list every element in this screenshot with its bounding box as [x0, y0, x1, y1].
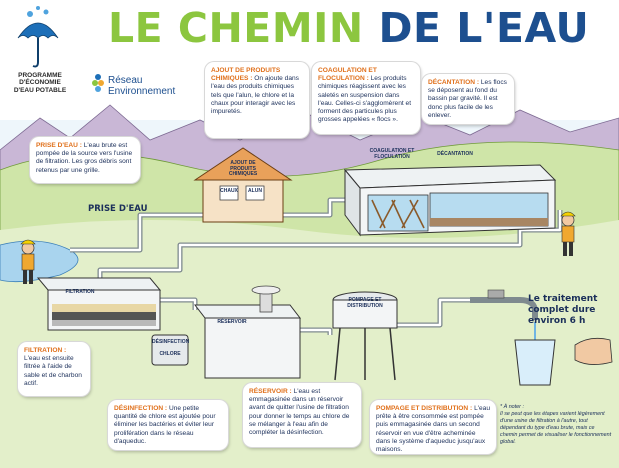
bubble-prise-text: L'eau brute est pompée de la source vers… [36, 142, 133, 174]
worker-right [560, 211, 576, 256]
label-chaux: CHAUX [220, 188, 238, 194]
bubble-filtration-text: L'eau est ensuite filtrée à l'aide de sa… [24, 355, 82, 387]
label-chlore-tank: CHLORE [159, 351, 181, 357]
bubble-reservoir: RÉSERVOIR : L'eau est emmagasinée dans u… [243, 383, 361, 447]
program-line1: PROGRAMME [18, 72, 62, 79]
bubble-coagulation-heading: COAGULATION ET FLOCULATION : [318, 67, 377, 83]
label-filtration-tank: FILTRATION [65, 289, 95, 295]
note: * À noter : Il se peut que les étapes va… [500, 404, 612, 446]
program-line3: D'EAU POTABLE [13, 86, 67, 94]
bubble-coagulation-text: Les produits chimiques réagissent avec l… [318, 75, 412, 124]
faucet-and-glass [470, 289, 613, 386]
treatment-duration: Le traitement complet dure environ 6 h [528, 294, 597, 326]
bubble-desinfection-heading: DÉSINFECTION : [114, 405, 168, 412]
label-pompage-sign: POMPAGE ET DISTRIBUTION [347, 297, 383, 309]
bubble-reservoir-heading: RÉSERVOIR : [249, 388, 292, 395]
page-title: LE CHEMIN DE L'EAU [108, 4, 589, 52]
reservoir-tank [151, 304, 302, 379]
bubble-filtration: FILTRATION : L'eau est ensuite filtrée à… [18, 342, 90, 396]
program-logo-icon [17, 6, 59, 68]
chemical-hut [193, 147, 293, 223]
label-prise-sign: PRISE D'EAU [88, 204, 148, 214]
bubble-prise: PRISE D'EAU : L'eau brute est pompée de … [30, 137, 140, 183]
bubble-filtration-heading: FILTRATION : [24, 347, 67, 354]
bubble-decantation-heading: DÉCANTATION : [428, 79, 480, 86]
label-coag-tank: COAGULATION ET FLOCULATION [369, 148, 415, 160]
bubble-ajout: AJOUT DE PRODUITS CHIMIQUES : On ajoute … [205, 62, 309, 138]
program-logo-text: PROGRAMME D'ÉCONOMIE D'EAU POTABLE [4, 72, 76, 94]
title-part2: DE L'EAU [378, 4, 590, 52]
label-reservoir-tank: RÉSERVOIR [217, 319, 247, 325]
bubble-decantation: DÉCANTATION : Les flocs se déposent au f… [422, 74, 514, 124]
treatment-tanks [343, 164, 557, 237]
bubble-ajout-text: On ajoute dans l'eau des produits chimiq… [211, 75, 299, 116]
bubble-pompage: POMPAGE ET DISTRIBUTION : L'eau prête à … [370, 400, 496, 454]
worker-left [20, 239, 36, 284]
label-ajout-hut: AJOUT DE PRODUITS CHIMIQUES [228, 160, 258, 177]
note-text: Il se peut que les étapes varient légère… [500, 411, 612, 446]
water-tower [332, 291, 398, 381]
bubble-reservoir-text: L'eau est emmagasinée dans un réservoir … [249, 388, 350, 437]
filtration-tank [36, 277, 162, 331]
bubble-coagulation: COAGULATION ET FLOCULATION : Les produit… [312, 62, 420, 134]
bubble-desinfection-text: Une petite quantité de chlore est ajouté… [114, 405, 216, 445]
fountain [251, 285, 281, 313]
title-part1: LE CHEMIN [108, 4, 364, 52]
bubble-pompage-text: L'eau prête à être consommée est pompée … [376, 405, 491, 454]
bubble-decantation-text: Les flocs se déposent au fond du bassin … [428, 79, 507, 119]
note-heading: * À noter : [500, 404, 524, 410]
bubble-pompage-heading: POMPAGE ET DISTRIBUTION : [376, 405, 473, 412]
partner-line2: Environnement [108, 85, 176, 97]
partner-line1: Réseau [108, 75, 143, 86]
bubble-desinfection: DÉSINFECTION : Une petite quantité de ch… [108, 400, 228, 450]
treatment-line1: Le traitement [528, 294, 598, 304]
program-line2: D'ÉCONOMIE [19, 79, 61, 87]
partner-logo-text: Réseau Environnement [108, 75, 176, 97]
label-desinfection-tank: DÉSINFECTION [152, 339, 190, 345]
reseau-logo-icon [92, 74, 104, 92]
bubble-ajout-heading: AJOUT DE PRODUITS CHIMIQUES : [211, 67, 281, 83]
label-decant-tank: DÉCANTATION [437, 151, 473, 157]
river [0, 240, 79, 283]
treatment-line3: environ 6 h [528, 315, 586, 326]
label-alun: ALUN [248, 188, 262, 194]
treatment-line2: complet dure [528, 304, 596, 315]
bubble-prise-heading: PRISE D'EAU : [36, 142, 82, 149]
